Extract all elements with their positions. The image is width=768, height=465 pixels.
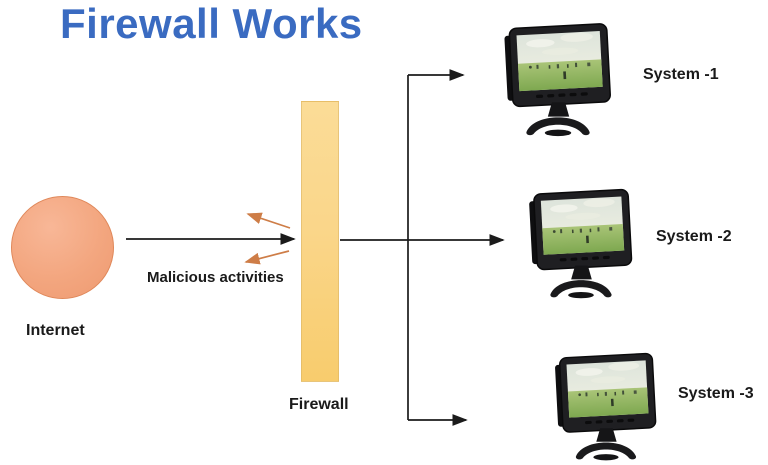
system-3-monitor-icon	[547, 349, 663, 463]
system-3-label: System -3	[678, 385, 754, 402]
system-2-monitor-icon	[521, 182, 639, 304]
system-1-monitor-icon	[496, 20, 618, 138]
malicious-activities-label: Malicious activities	[147, 269, 284, 286]
firewall-label: Firewall	[289, 396, 349, 413]
internet-label: Internet	[26, 322, 85, 339]
system-2-label: System -2	[656, 228, 732, 245]
malicious-deflect-arrow-down	[244, 250, 290, 265]
internet-circle-icon	[11, 196, 114, 299]
malicious-deflect-arrow-up	[246, 212, 291, 229]
system-1-label: System -1	[643, 66, 719, 83]
page-title: Firewall Works	[60, 0, 363, 47]
firewall-bar-icon	[301, 101, 339, 382]
